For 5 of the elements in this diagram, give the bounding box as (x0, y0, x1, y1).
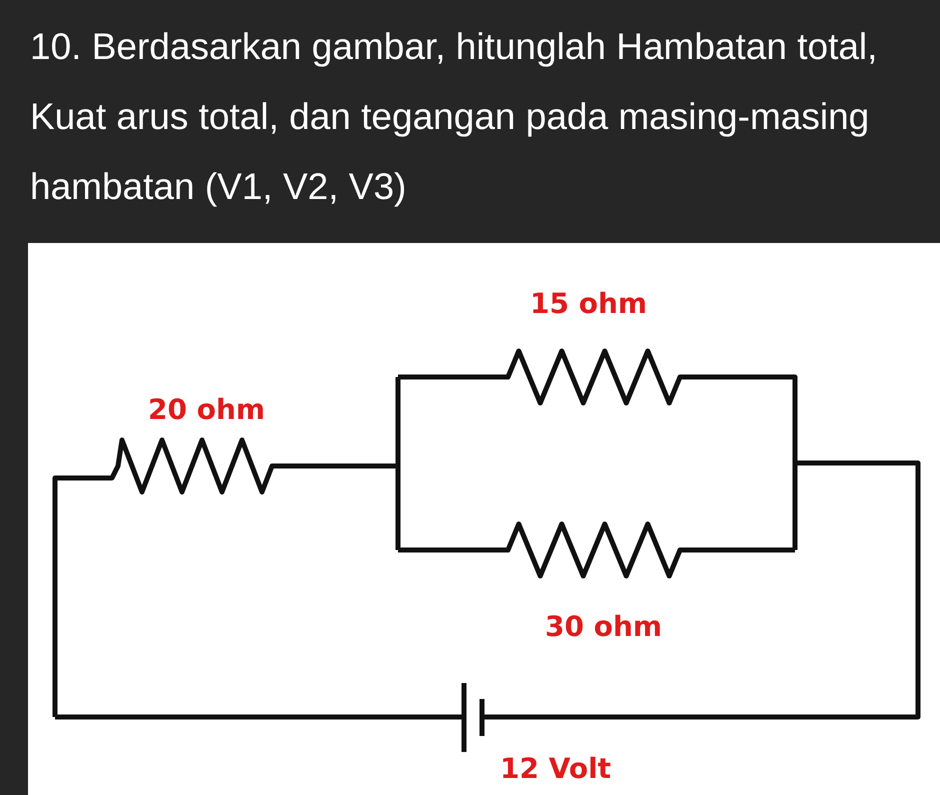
resistance-label: 30 ohm (545, 610, 662, 643)
voltage-label: 12 Volt (500, 752, 612, 785)
resistance-label: 20 ohm (148, 393, 266, 426)
question-text: 10. Berdasarkan gambar, hitunglah Hambatan total, Kuat arus total, dan tegangan pada masing-masing hambatan (V1, V2, V3) (30, 25, 878, 209)
resistance-label: 15 ohm (530, 287, 648, 320)
